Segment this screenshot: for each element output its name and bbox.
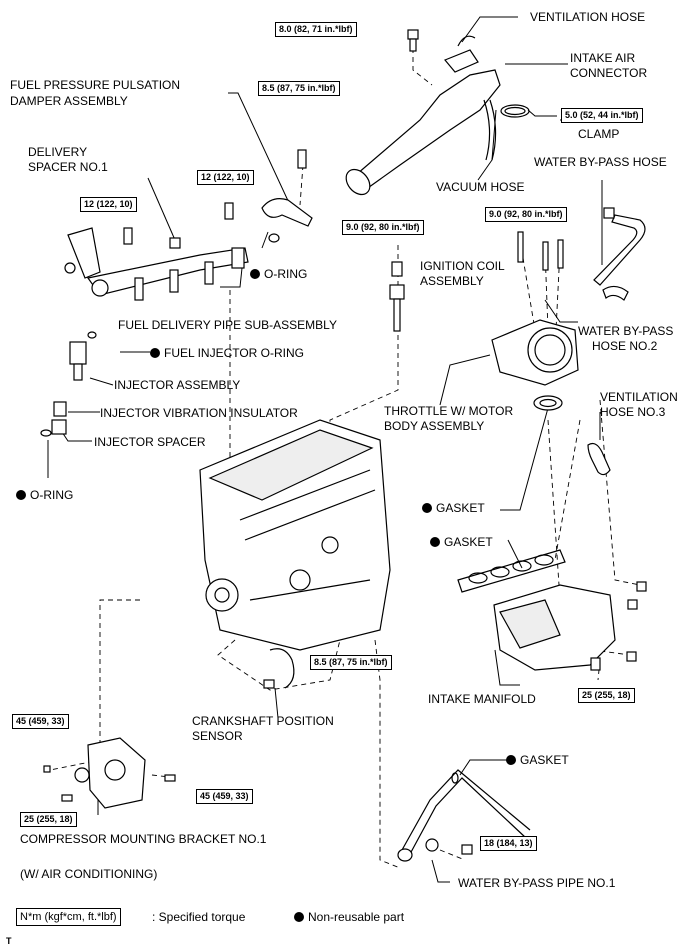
legend-torque-box: N*m (kgf*cm, ft.*lbf) [16, 908, 121, 926]
label-fuel-delivery-pipe: FUEL DELIVERY PIPE SUB-ASSEMBLY [118, 318, 337, 332]
label-ventilation-hose: VENTILATION HOSE [530, 10, 646, 24]
pressure-damper [261, 149, 313, 227]
gasket-2-text: GASKET [444, 535, 493, 549]
label-air-conditioning: (W/ AIR CONDITIONING) [20, 867, 158, 881]
label-ventilation-hose3-1: VENTILATION [600, 390, 678, 404]
o-ring-left-text: O-RING [30, 488, 74, 502]
torque-box: 18 (184, 13) [480, 836, 537, 851]
label-injector-assembly: INJECTOR ASSEMBLY [114, 378, 241, 392]
non-reusable-marker [430, 537, 440, 547]
water-bypass-pipe [397, 769, 531, 862]
label-o-ring-left: O-RING [16, 488, 73, 502]
water-bypass-hose [593, 207, 646, 286]
manifold-gasket [457, 549, 566, 593]
compressor-bracket [43, 737, 176, 809]
torque-box: 45 (459, 33) [12, 714, 69, 729]
ignition-coil [389, 261, 405, 332]
label-crankshaft-1: CRANKSHAFT POSITION [192, 714, 334, 728]
o-ring-top-text: O-RING [264, 267, 308, 281]
non-reusable-marker [250, 269, 260, 279]
torque-box: 25 (255, 18) [20, 812, 77, 827]
label-gasket-1: GASKET [422, 501, 485, 515]
torque-box: 9.0 (92, 80 in.*lbf) [342, 220, 424, 235]
torque-box: 12 (122, 10) [197, 170, 254, 185]
label-intake-air-connector-2: CONNECTOR [570, 66, 648, 80]
label-clamp: CLAMP [578, 127, 620, 141]
label-injector-vibration: INJECTOR VIBRATION INSULATOR [100, 406, 298, 420]
label-fuel-pressure-2: DAMPER ASSEMBLY [10, 94, 128, 108]
label-ignition-coil-1: IGNITION COIL [420, 259, 505, 273]
torque-box: 9.0 (92, 80 in.*lbf) [485, 207, 567, 222]
torque-box: 8.0 (82, 71 in.*lbf) [275, 22, 357, 37]
clamp [500, 104, 530, 118]
label-delivery-spacer-1: DELIVERY [28, 145, 88, 159]
legend-torque-text: : Specified torque [152, 910, 246, 924]
label-fuel-pressure-1: FUEL PRESSURE PULSATION [10, 78, 181, 92]
torque-box: 8.5 (87, 75 in.*lbf) [258, 81, 340, 96]
label-ignition-coil-2: ASSEMBLY [420, 274, 484, 288]
label-water-bypass-hose: WATER BY-PASS HOSE [534, 155, 667, 169]
throttle-body [491, 231, 579, 386]
label-o-ring-top: O-RING [250, 267, 307, 281]
non-reusable-marker [150, 348, 160, 358]
ventilation-hose-3 [587, 442, 611, 476]
torque-box: 25 (255, 18) [578, 688, 635, 703]
gasket-1-text: GASKET [436, 501, 485, 515]
delivery-bolts [123, 202, 234, 245]
label-fuel-injector-oring: FUEL INJECTOR O-RING [150, 346, 304, 360]
intake-air-connector [345, 35, 501, 196]
bolt-intake [407, 29, 419, 52]
torque-box: 5.0 (52, 44 in.*lbf) [561, 108, 643, 123]
injector-parts [40, 331, 97, 437]
gasket-3-text: GASKET [520, 753, 569, 767]
torque-box: 45 (459, 33) [196, 789, 253, 804]
label-intake-air-connector-1: INTAKE AIR [570, 51, 636, 65]
torque-box: 8.5 (87, 75 in.*lbf) [310, 655, 392, 670]
label-ventilation-hose3-2: HOSE NO.3 [600, 405, 666, 419]
label-intake-manifold: INTAKE MANIFOLD [428, 692, 536, 706]
fuel-injector-oring-text: FUEL INJECTOR O-RING [164, 346, 305, 360]
water-bypass-hose-2 [602, 285, 629, 301]
label-water-bypass-hose2-2: HOSE NO.2 [592, 339, 658, 353]
label-gasket-3: GASKET [506, 753, 569, 767]
label-throttle-1: THROTTLE W/ MOTOR [384, 404, 514, 418]
label-injector-spacer: INJECTOR SPACER [94, 435, 206, 449]
throttle-gasket [533, 395, 563, 411]
non-reusable-marker [506, 755, 516, 765]
corner-mark: T [6, 936, 12, 946]
label-gasket-2: GASKET [430, 535, 493, 549]
o-ring-top [268, 233, 280, 243]
fuel-delivery-pipe [64, 227, 249, 301]
non-reusable-marker [422, 503, 432, 513]
non-reusable-marker [294, 912, 304, 922]
intake-manifold [493, 581, 647, 671]
label-crankshaft-2: SENSOR [192, 729, 243, 743]
label-delivery-spacer-2: SPACER NO.1 [28, 160, 108, 174]
label-water-bypass-hose2-1: WATER BY-PASS [578, 324, 674, 338]
bypass-gasket [451, 772, 459, 784]
legend-nonreusable-text: Non-reusable part [308, 910, 405, 924]
non-reusable-marker [16, 490, 26, 500]
label-throttle-2: BODY ASSEMBLY [384, 419, 485, 433]
crankshaft-sensor [263, 648, 295, 689]
label-compressor-bracket: COMPRESSOR MOUNTING BRACKET NO.1 [20, 832, 267, 846]
label-vacuum-hose: VACUUM HOSE [436, 180, 525, 194]
label-water-bypass-pipe: WATER BY-PASS PIPE NO.1 [458, 876, 616, 890]
torque-box: 12 (122, 10) [80, 197, 137, 212]
vacuum-hose [483, 99, 497, 161]
legend-nonreusable: Non-reusable part [294, 910, 404, 924]
engine-block [199, 419, 391, 651]
